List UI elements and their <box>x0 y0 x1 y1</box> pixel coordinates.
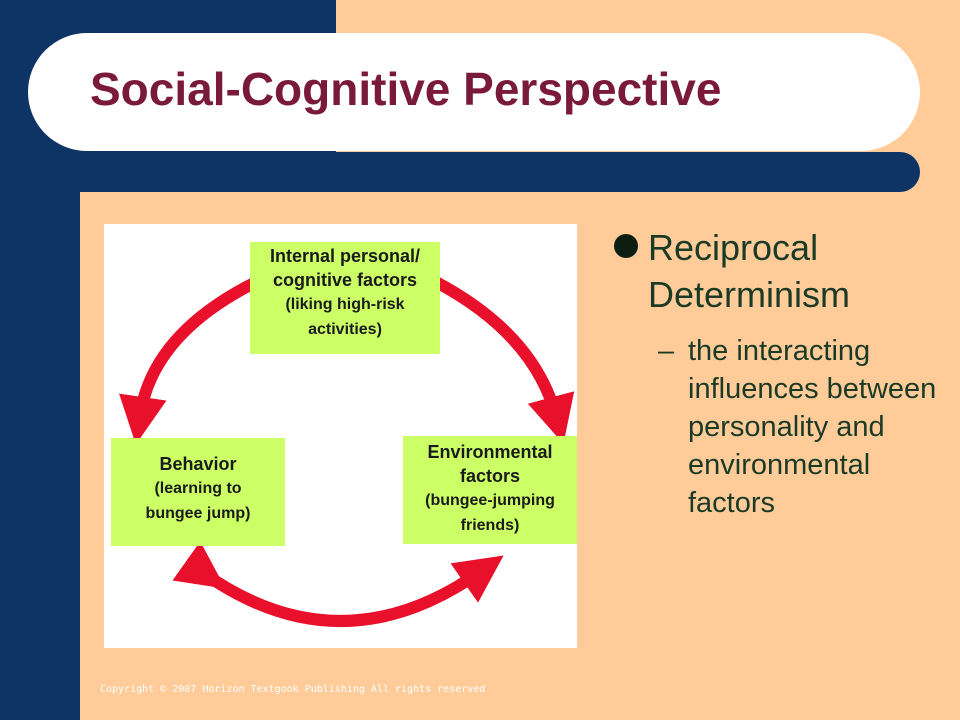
node-internal-head-line1: Internal personal/ <box>269 246 421 266</box>
bullet-main: Reciprocal Determinism <box>612 224 952 318</box>
node-env-head-line2: factors <box>459 466 521 486</box>
copyright-notice: Copyright © 2007 Horizon Textgook Publis… <box>100 684 486 695</box>
bullet-sub: – the interacting influences between per… <box>612 332 952 522</box>
node-behavior: Behavior (learning to bungee jump) <box>111 438 285 546</box>
arrow-internal-to-environmental <box>430 276 575 444</box>
node-internal-sub-line1: (liking high-risk <box>285 296 405 313</box>
node-behavior-head: Behavior <box>159 454 237 474</box>
slide-title: Social-Cognitive Perspective <box>90 63 722 115</box>
node-behavior-sub-line2: bungee jump) <box>145 505 251 522</box>
arrow-internal-to-behavior <box>119 276 262 445</box>
cycle-arrows <box>119 276 575 627</box>
node-environmental-factors: Environmental factors (bungee-jumping fr… <box>403 436 577 544</box>
node-env-sub-line2: friends) <box>460 517 520 534</box>
bullet-sub-dash: – <box>658 335 675 367</box>
node-internal-factors: Internal personal/ cognitive factors (li… <box>250 242 440 354</box>
node-env-sub-line1: (bungee-jumping <box>425 492 555 509</box>
title-bar <box>28 33 920 151</box>
node-internal-head-line2: cognitive factors <box>272 270 418 290</box>
reciprocal-determinism-diagram: Internal personal/ cognitive factors (li… <box>104 224 577 648</box>
bullet-sub-text: the interacting influences between perso… <box>688 335 937 519</box>
arrow-behavior-environmental <box>172 541 504 627</box>
node-behavior-sub-line1: (learning to <box>154 480 242 497</box>
bullet-main-text: Reciprocal Determinism <box>648 227 851 315</box>
node-env-head-line1: Environmental <box>427 442 553 462</box>
bullet-list: Reciprocal Determinism – the interacting… <box>612 224 952 522</box>
bullet-dot-icon <box>614 234 638 258</box>
title-underline-bar <box>80 152 920 192</box>
node-internal-sub-line2: activities) <box>308 321 382 338</box>
